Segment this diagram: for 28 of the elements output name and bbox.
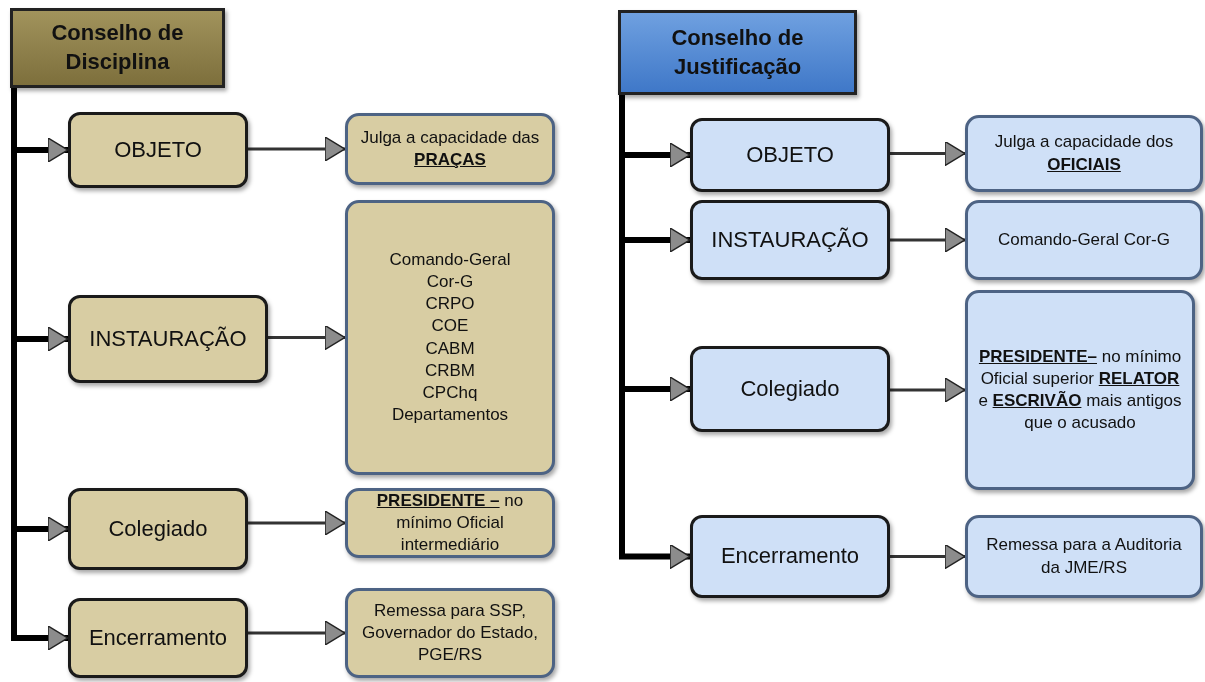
header-box: Conselho de Disciplina	[10, 8, 225, 88]
arrow	[890, 543, 966, 570]
arrow	[268, 324, 346, 351]
category-box: Encerramento	[68, 598, 248, 678]
detail-box: Comando-Geral Cor-G CRPO COE CABM CRBM CPChq Departamentos	[345, 200, 555, 475]
detail-box: PRESIDENTE– no mínimo Oficial superior RELATOR e ESCRIVÃO mais antigos que o acusado	[965, 290, 1195, 490]
arrow	[11, 88, 69, 651]
detail-box: PRESIDENTE – no mínimo Oficial intermediário	[345, 488, 555, 558]
arrow	[890, 377, 966, 403]
arrow	[248, 620, 346, 646]
arrow	[248, 136, 346, 162]
arrow	[890, 140, 966, 167]
arrow	[890, 227, 966, 253]
detail-box: Remessa para SSP, Governador do Estado, PGE/RS	[345, 588, 555, 678]
header-box: Conselho de Justificação	[618, 10, 857, 95]
category-box: INSTAURAÇÃO	[68, 295, 268, 383]
detail-box: Julga a capacidade das PRAÇAS	[345, 113, 555, 185]
category-box: Colegiado	[690, 346, 890, 432]
category-box: Colegiado	[68, 488, 248, 570]
category-box: OBJETO	[68, 112, 248, 188]
category-box: Encerramento	[690, 515, 890, 598]
arrow	[619, 95, 691, 570]
category-box: INSTAURAÇÃO	[690, 200, 890, 280]
category-box: OBJETO	[690, 118, 890, 192]
detail-box: Comando-Geral Cor-G	[965, 200, 1203, 280]
arrow	[248, 510, 346, 536]
detail-box: Julga a capacidade dos OFICIAIS	[965, 115, 1203, 192]
detail-box: Remessa para a Auditoria da JME/RS	[965, 515, 1203, 598]
